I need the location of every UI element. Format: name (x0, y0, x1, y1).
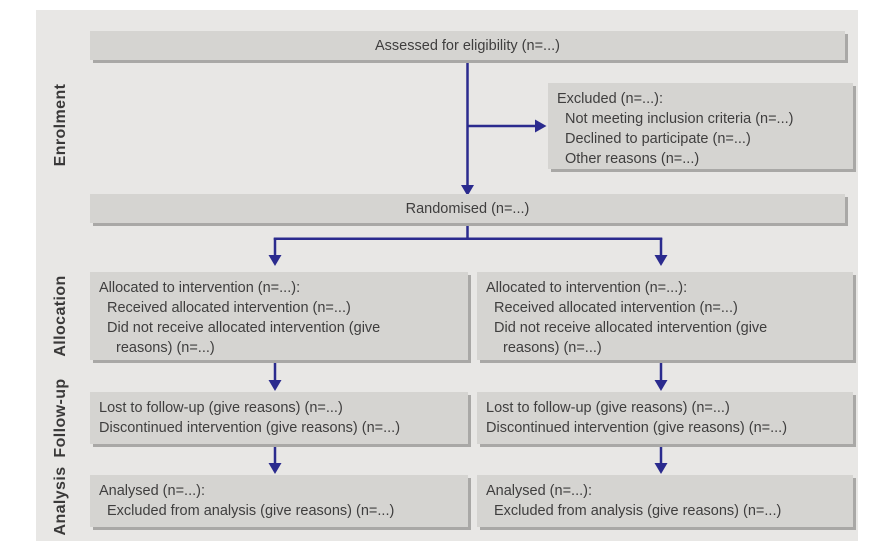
followup-line: Lost to follow-up (give reasons) (n=...) (99, 400, 343, 416)
excluded-line: Not meeting inclusion criteria (n=...) (565, 111, 794, 127)
analysis-box-right: Analysed (n=...): Excluded from analysis… (477, 475, 853, 527)
assessed-box: Assessed for eligibility (n=...) (90, 31, 845, 60)
stage-label-enrolment: Enrolment (52, 83, 69, 167)
allocation-line: Allocated to intervention (n=...): (99, 280, 301, 296)
allocation-line: Received allocated intervention (n=...) (494, 300, 738, 316)
stage-label-analysis: Analysis (52, 466, 69, 536)
analysis-line: Analysed (n=...): (486, 483, 592, 499)
allocation-line: Did not receive allocated intervention (… (107, 320, 381, 336)
followup-line: Discontinued intervention (give reasons)… (486, 420, 788, 436)
followup-box-left: Lost to follow-up (give reasons) (n=...)… (90, 392, 468, 444)
allocation-line: Allocated to intervention (n=...): (486, 280, 688, 296)
allocation-line: Did not receive allocated intervention (… (494, 320, 768, 336)
followup-line: Lost to follow-up (give reasons) (n=...) (486, 400, 730, 416)
followup-box-right: Lost to follow-up (give reasons) (n=...)… (477, 392, 853, 444)
excluded-box: Excluded (n=...): Not meeting inclusion … (548, 83, 853, 169)
excluded-line: Excluded (n=...): (557, 91, 663, 107)
randomised-text: Randomised (n=...) (405, 200, 530, 217)
analysis-line: Excluded from analysis (give reasons) (n… (494, 503, 782, 519)
excluded-line: Declined to participate (n=...) (565, 131, 751, 147)
analysis-line: Excluded from analysis (give reasons) (n… (107, 503, 395, 519)
allocation-line: reasons) (n=...) (116, 340, 215, 356)
allocation-box-right: Allocated to intervention (n=...): Recei… (477, 272, 853, 360)
followup-line: Discontinued intervention (give reasons)… (99, 420, 401, 436)
stage-label-allocation: Allocation (52, 275, 69, 357)
allocation-box-left: Allocated to intervention (n=...): Recei… (90, 272, 468, 360)
analysis-box-left: Analysed (n=...): Excluded from analysis… (90, 475, 468, 527)
randomised-box: Randomised (n=...) (90, 194, 845, 223)
excluded-line: Other reasons (n=...) (565, 151, 700, 167)
assessed-text: Assessed for eligibility (n=...) (375, 37, 560, 54)
allocation-line: reasons) (n=...) (503, 340, 602, 356)
analysis-line: Analysed (n=...): (99, 483, 205, 499)
allocation-line: Received allocated intervention (n=...) (107, 300, 351, 316)
